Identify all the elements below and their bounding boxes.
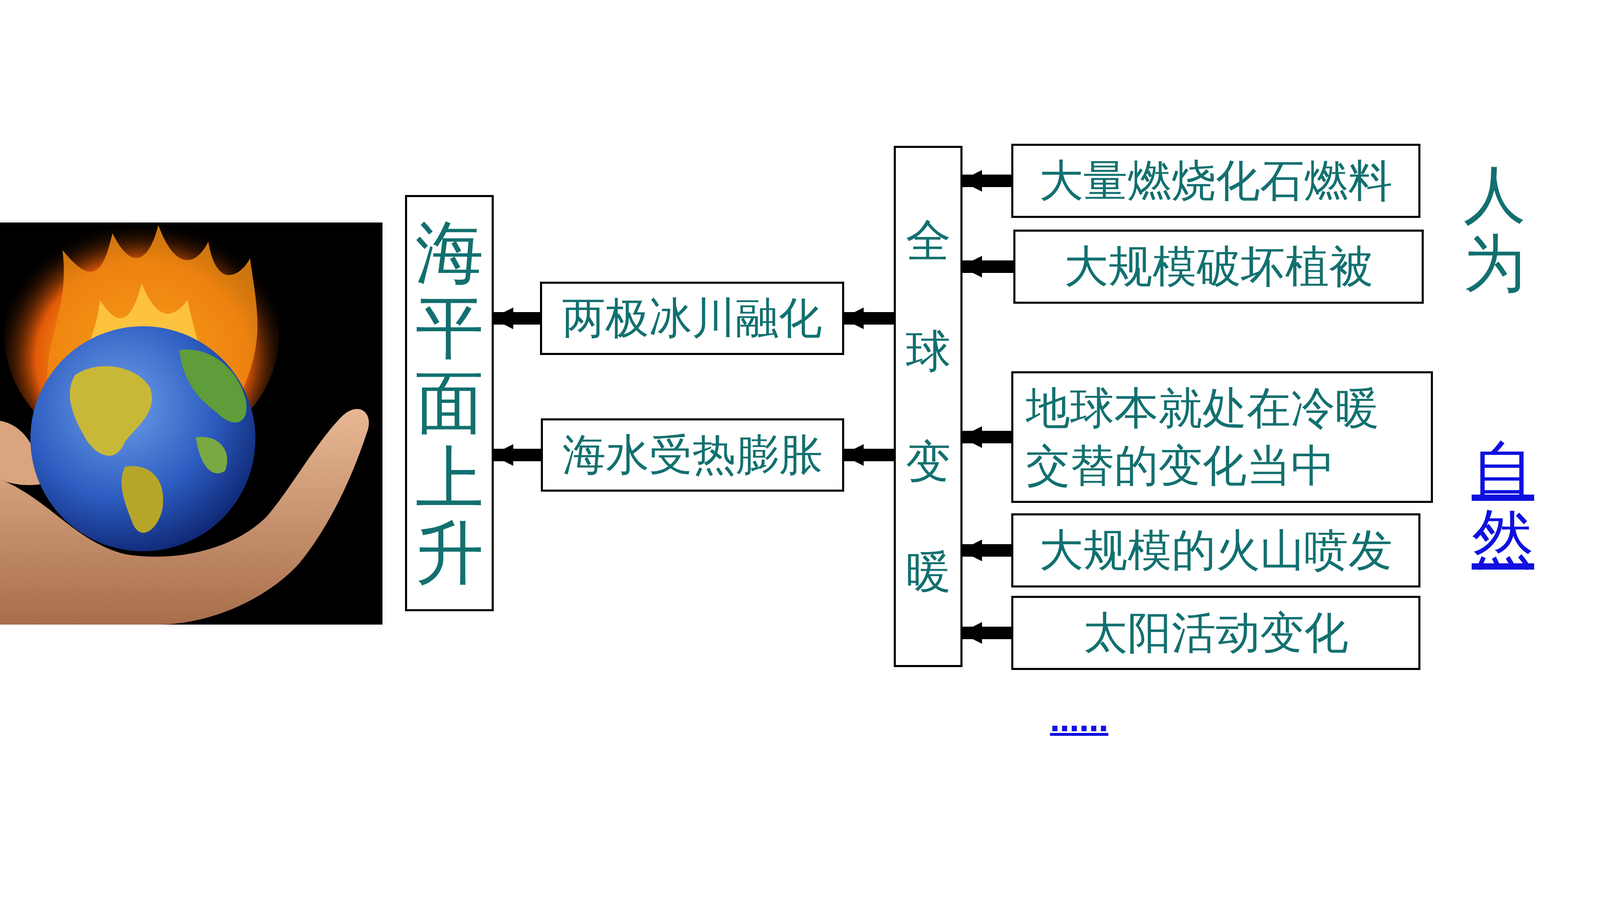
box-text: 海平面上升 <box>415 215 484 592</box>
block-arrow <box>844 448 894 462</box>
process-box: 太阳活动变化 <box>1011 595 1421 670</box>
process-box: 大规模的火山喷发 <box>1011 513 1421 588</box>
link-label: 自然 <box>1471 435 1535 573</box>
block-arrow <box>844 312 894 325</box>
vertical-box: 全球变暖 <box>893 145 963 668</box>
process-box: 大规模破坏植被 <box>1013 229 1424 304</box>
block-arrow <box>962 626 1012 640</box>
process-box: 地球本就处在冷暖交替的变化当中 <box>1011 371 1433 503</box>
box-text: 全球变暖 <box>905 185 951 627</box>
process-box: 海水受热膨胀 <box>540 418 845 492</box>
box-text: 地球本就处在冷暖交替的变化当中 <box>1013 379 1431 495</box>
globe <box>30 326 256 552</box>
block-arrow <box>962 260 1014 273</box>
box-text: 大规模破坏植被 <box>1051 237 1386 296</box>
block-arrow <box>962 430 1012 444</box>
box-text: 大量燃烧化石燃料 <box>1026 152 1405 210</box>
block-arrow <box>962 174 1012 188</box>
box-text: 海水受热膨胀 <box>550 426 835 483</box>
link-label: …… <box>1050 704 1109 739</box>
process-box: 两极冰川融化 <box>540 281 845 355</box>
box-text: 太阳活动变化 <box>1070 604 1361 662</box>
box-text: 两极冰川融化 <box>549 290 835 347</box>
group-label: 人为 <box>1463 160 1526 298</box>
vertical-box: 海平面上升 <box>405 195 494 612</box>
block-arrow <box>493 312 540 325</box>
block-arrow <box>962 544 1012 557</box>
box-text: 大规模的火山喷发 <box>1026 521 1405 580</box>
process-box: 大量燃烧化石燃料 <box>1011 143 1421 218</box>
block-arrow <box>493 448 541 462</box>
